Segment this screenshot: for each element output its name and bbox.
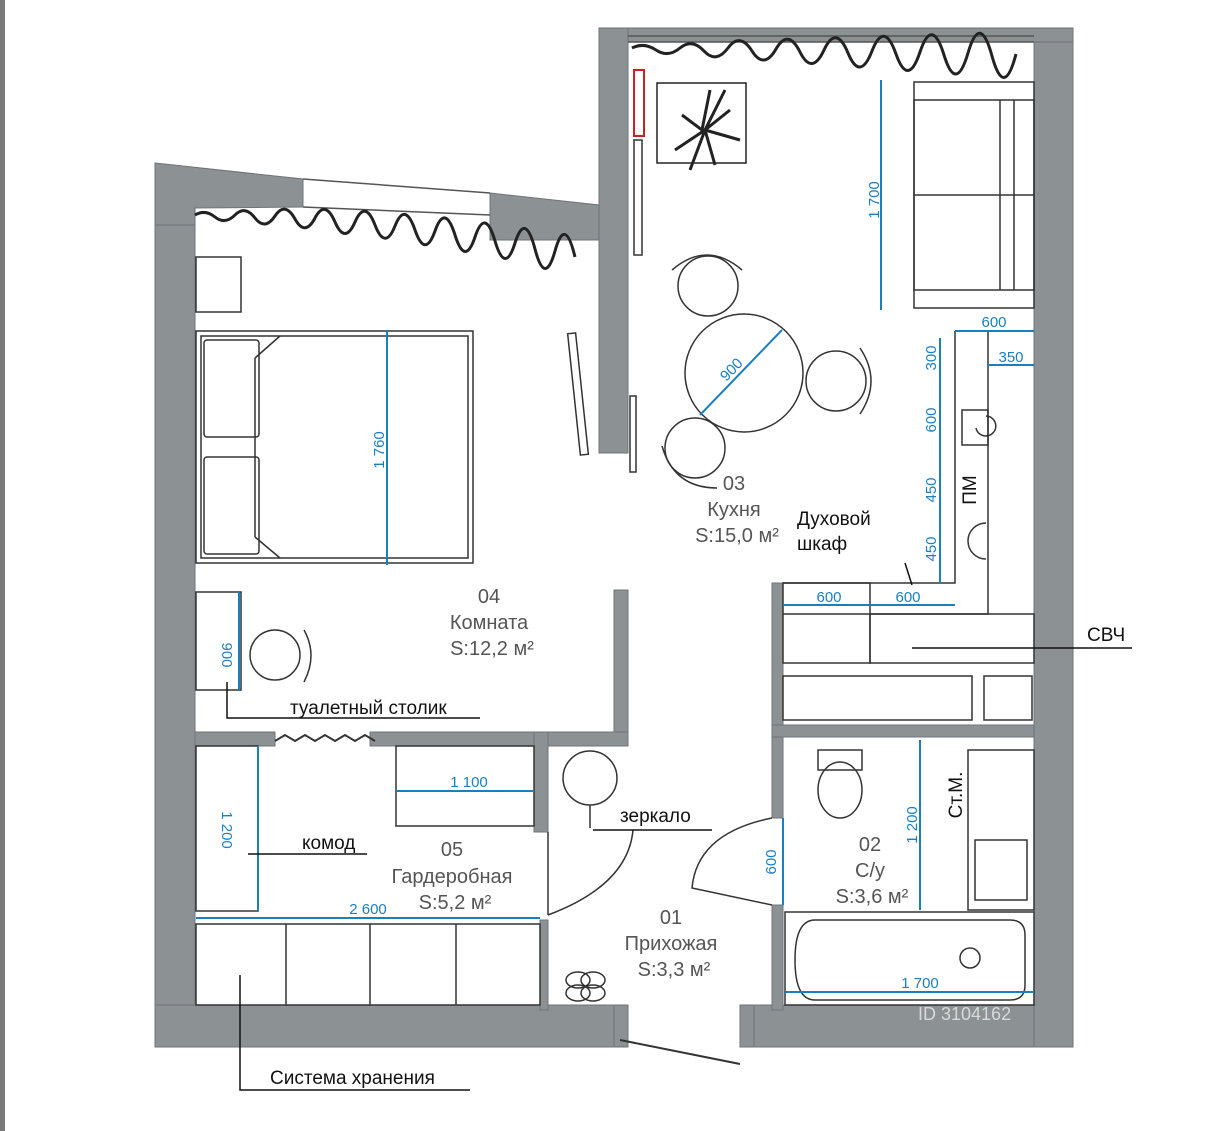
entrance-door [619, 1039, 741, 1065]
label-komod: комод [302, 833, 355, 854]
room-04-name: Комната [450, 612, 529, 634]
room-04-area: S:12,2 м² [450, 638, 534, 660]
room-03-name: Кухня [707, 499, 761, 521]
radiator [633, 69, 645, 137]
windows [194, 31, 1034, 270]
dim-v300: 300 [923, 345, 940, 370]
room-03-area: S:15,0 м² [695, 525, 779, 547]
kitchen-door [633, 139, 643, 256]
dim-toilet-space: 1 200 [904, 806, 921, 844]
nightstand [195, 256, 242, 313]
room-01-name: Прихожая [625, 933, 718, 955]
label-oven-1: Духовой [797, 509, 871, 530]
label-oven-2: шкаф [797, 534, 847, 555]
mirror [562, 750, 618, 828]
page-edge [0, 0, 5, 1131]
bathroom-swing-door [691, 817, 773, 906]
room-door [566, 332, 637, 473]
watermark: ID 3104162 [918, 1004, 1011, 1024]
room-05-number: 05 [441, 839, 463, 861]
room-05-area: S:5,2 м² [419, 892, 492, 914]
dim-v450a: 450 [923, 477, 940, 502]
dim-sofa: 1 700 [866, 181, 883, 219]
walls [154, 27, 1074, 1048]
dim-bed: 1 760 [371, 431, 388, 469]
label-dishwasher: ПМ [960, 475, 981, 504]
storage-system [195, 923, 541, 1006]
dim-v450b: 450 [923, 536, 940, 561]
room-labels: 03 Кухня S:15,0 м² 04 Комната S:12,2 м² … [392, 473, 909, 981]
label-washer: Ст.М. [946, 772, 967, 819]
dim-counter-350: 350 [998, 349, 1023, 366]
label-vanity-table: туалетный столик [290, 698, 447, 719]
room-05-name: Гардеробная [392, 866, 513, 888]
wardrobe-swing-door [547, 829, 634, 916]
wardrobe-door [274, 733, 376, 743]
annotations: Духовой шкаф СВЧ ПМ Ст.М. туалетный стол… [270, 475, 1125, 1089]
vanity-table [195, 591, 242, 691]
dim-storage: 2 600 [349, 901, 387, 918]
bathtub [784, 911, 1035, 1006]
sofa [913, 81, 1035, 309]
shelf [395, 745, 535, 827]
room-04-number: 04 [478, 586, 500, 608]
sink [967, 749, 1035, 911]
annotation-arrows [226, 562, 1132, 1091]
dining-table [661, 254, 872, 489]
dim-table: 900 [717, 355, 747, 385]
dim-lower-600a: 600 [816, 589, 841, 606]
plant [656, 82, 747, 171]
dimension-labels: 1 700 1 760 900 900 1 200 1 100 2 600 60… [218, 181, 1024, 992]
dimension-lines [196, 80, 1034, 993]
shoes [565, 971, 606, 1002]
room-02-area: S:3,6 м² [836, 886, 909, 908]
dim-v600: 600 [923, 407, 940, 432]
kitchen-counter [782, 331, 1035, 721]
dim-counter-600: 600 [981, 314, 1006, 331]
dim-shelf: 1 100 [450, 774, 488, 791]
room-02-name: С/у [855, 860, 885, 882]
dim-vanity: 900 [218, 642, 235, 667]
label-microwave: СВЧ [1087, 625, 1125, 646]
dim-bath: 1 700 [901, 975, 939, 992]
room-01-number: 01 [660, 907, 682, 929]
label-storage-system: Система хранения [270, 1068, 435, 1089]
dim-door: 600 [763, 849, 780, 874]
dim-komod: 1 200 [218, 811, 235, 849]
room-03-number: 03 [723, 473, 745, 495]
label-mirror: зеркало [620, 806, 691, 827]
bed [195, 330, 474, 564]
room-02-number: 02 [859, 834, 881, 856]
room-01-area: S:3,3 м² [638, 959, 711, 981]
dim-lower-600b: 600 [895, 589, 920, 606]
toilet [817, 749, 863, 819]
vanity-chair [249, 629, 312, 683]
